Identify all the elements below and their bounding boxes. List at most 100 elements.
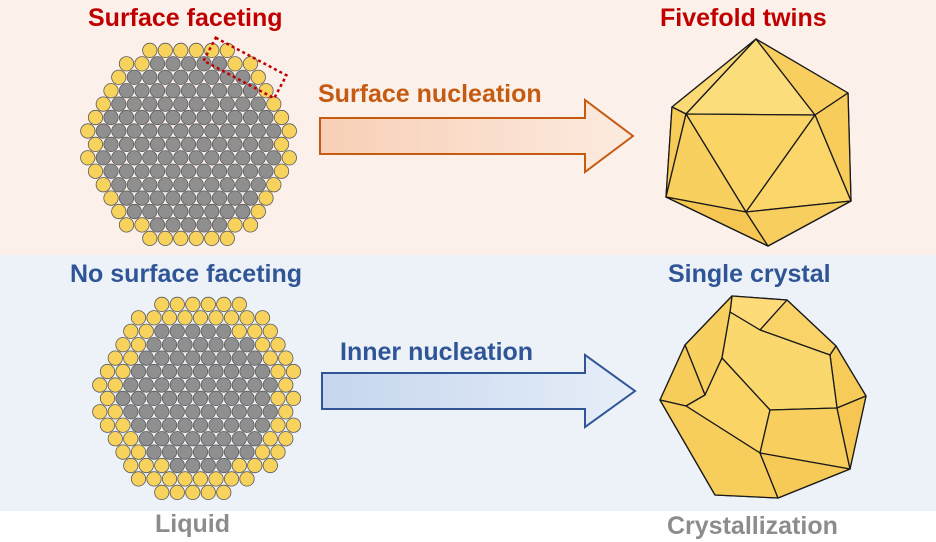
surface-atom bbox=[208, 310, 224, 326]
inner-atom bbox=[211, 109, 228, 126]
surface-atom bbox=[173, 230, 189, 246]
inner-atom bbox=[219, 96, 235, 112]
surface-atom bbox=[138, 457, 154, 474]
inner-atom bbox=[216, 431, 232, 447]
inner-atom bbox=[227, 190, 243, 206]
inner-nucleation-arrow bbox=[321, 353, 637, 429]
inner-atom bbox=[208, 390, 224, 406]
inner-atom bbox=[196, 190, 212, 206]
surface-atom bbox=[118, 56, 135, 72]
surface-atom bbox=[123, 323, 139, 339]
surface-atom bbox=[95, 177, 111, 193]
inner-atom bbox=[138, 404, 154, 420]
surface-atom bbox=[270, 363, 286, 380]
inner-atom bbox=[242, 136, 259, 152]
inner-atom bbox=[165, 190, 181, 206]
inner-atom bbox=[227, 109, 243, 126]
surface-atom bbox=[107, 377, 123, 393]
inner-atom bbox=[223, 444, 240, 460]
inner-atom bbox=[254, 417, 271, 433]
inner-atom bbox=[250, 123, 266, 139]
inner-atom bbox=[219, 150, 235, 166]
truncated-octahedron-crystal bbox=[659, 295, 867, 499]
inner-atom bbox=[227, 136, 243, 152]
inner-atom bbox=[188, 150, 204, 166]
inner-atom bbox=[169, 431, 185, 447]
inner-atom bbox=[134, 163, 150, 179]
inner-atom bbox=[247, 377, 263, 393]
inner-atom bbox=[142, 69, 158, 85]
inner-atom bbox=[118, 109, 135, 126]
inner-atom bbox=[118, 83, 135, 99]
surface-atom bbox=[239, 471, 255, 487]
surface-atom bbox=[185, 484, 201, 500]
surface-atom bbox=[223, 471, 240, 487]
inner-atom bbox=[149, 83, 166, 99]
inner-atom bbox=[200, 431, 216, 447]
surface-atom bbox=[219, 230, 235, 246]
surface-atom bbox=[258, 83, 274, 99]
surface-atom bbox=[266, 96, 282, 112]
inner-atom bbox=[188, 96, 204, 112]
inner-atom bbox=[111, 177, 127, 193]
surface-atom bbox=[154, 484, 170, 500]
inner-atom bbox=[180, 217, 197, 233]
inner-atom bbox=[138, 350, 154, 366]
inner-atom bbox=[254, 390, 271, 406]
surface-atom bbox=[204, 230, 220, 246]
surface-atom bbox=[157, 230, 173, 246]
inner-atom bbox=[235, 96, 251, 112]
inner-atom bbox=[223, 417, 240, 433]
surface-atom bbox=[111, 69, 127, 85]
inner-atom bbox=[192, 444, 209, 460]
inner-atom bbox=[235, 123, 251, 139]
inner-atom bbox=[165, 56, 181, 72]
inner-atom bbox=[173, 177, 189, 193]
surface-atom bbox=[239, 310, 255, 326]
surface-atom bbox=[247, 457, 263, 474]
inner-atom bbox=[149, 217, 166, 233]
inner-atom bbox=[235, 203, 251, 220]
liquid-droplet-unfaceted bbox=[92, 296, 302, 500]
inner-atom bbox=[180, 190, 197, 206]
surface-atom bbox=[227, 217, 243, 233]
inner-atom bbox=[219, 203, 235, 220]
inner-atom bbox=[134, 83, 150, 99]
inner-atom bbox=[157, 123, 173, 139]
inner-atom bbox=[262, 404, 278, 420]
inner-atom bbox=[118, 163, 135, 179]
surface-atom bbox=[285, 390, 302, 406]
inner-atom bbox=[239, 390, 255, 406]
inner-atom bbox=[211, 163, 228, 179]
surface-atom bbox=[92, 404, 108, 420]
surface-nucleation-arrow bbox=[319, 98, 635, 174]
surface-atom bbox=[123, 457, 139, 474]
surface-atom bbox=[103, 190, 119, 206]
inner-atom bbox=[211, 136, 228, 152]
surface-atom bbox=[123, 350, 139, 366]
inner-atom bbox=[142, 96, 158, 112]
surface-atom bbox=[192, 310, 209, 326]
liquid-label: Liquid bbox=[155, 510, 230, 538]
inner-atom bbox=[177, 390, 193, 406]
surface-atom bbox=[115, 337, 131, 353]
surface-atom bbox=[281, 123, 297, 139]
inner-atom bbox=[200, 404, 216, 420]
inner-atom bbox=[180, 56, 197, 72]
inner-atom bbox=[188, 69, 204, 85]
inner-atom bbox=[216, 323, 232, 339]
surface-atom bbox=[154, 296, 170, 312]
inner-atom bbox=[188, 203, 204, 220]
inner-atom bbox=[185, 350, 201, 366]
inner-atom bbox=[157, 177, 173, 193]
inner-atom bbox=[254, 363, 271, 380]
inner-atom bbox=[173, 150, 189, 166]
surface-faceting-label: Surface faceting bbox=[88, 4, 283, 32]
inner-atom bbox=[204, 177, 220, 193]
inner-atom bbox=[208, 417, 224, 433]
surface-atom bbox=[146, 310, 162, 326]
surface-atom bbox=[130, 310, 147, 326]
inner-atom bbox=[142, 150, 158, 166]
surface-atom bbox=[250, 69, 266, 85]
surface-atom bbox=[266, 177, 282, 193]
